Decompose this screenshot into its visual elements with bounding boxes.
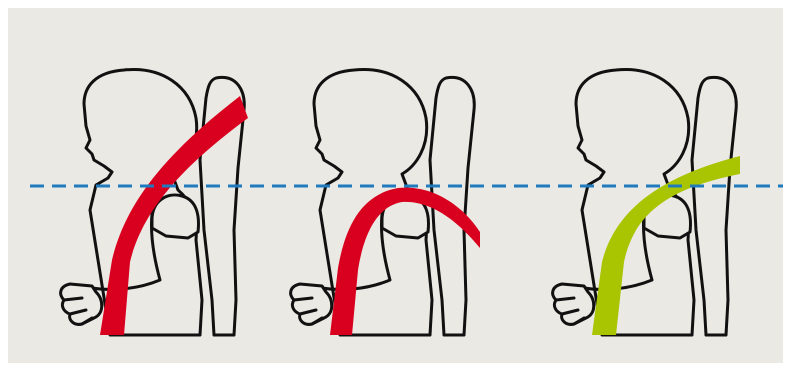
seatbelt-illustration: [0, 0, 789, 371]
illustration-canvas: [0, 0, 789, 371]
